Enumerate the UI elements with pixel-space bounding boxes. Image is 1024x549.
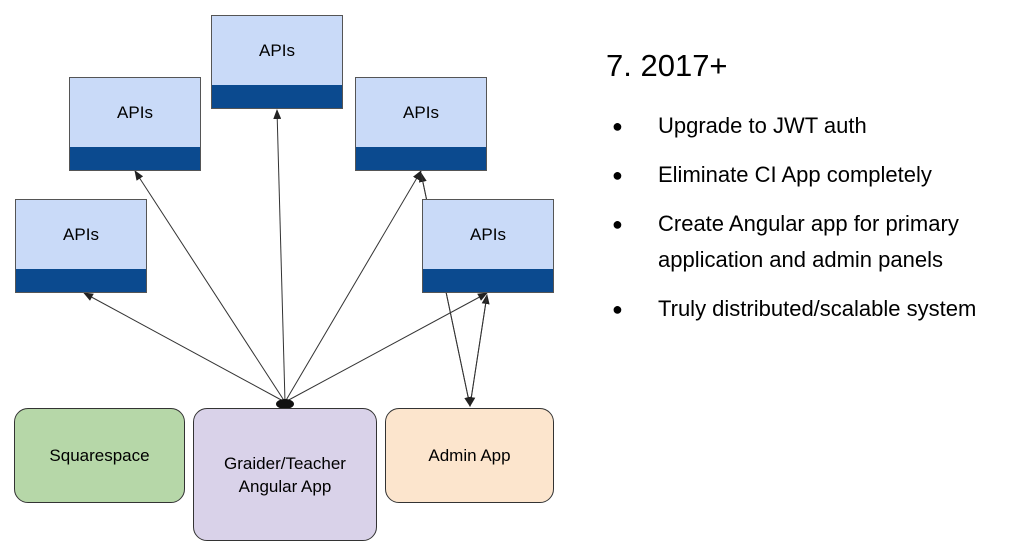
bullet-item: ● Truly distributed/scalable system — [612, 291, 1022, 327]
api-label: APIs — [259, 41, 295, 60]
bullet-text: Create Angular app for primary applicati… — [658, 211, 959, 272]
bullet-item: ● Upgrade to JWT auth — [612, 108, 1022, 144]
connector-hub — [276, 399, 294, 409]
bullet-text: Eliminate CI App completely — [658, 162, 932, 187]
bullet-dot-icon: ● — [612, 165, 623, 185]
api-box-upper-right: APIs — [355, 77, 487, 171]
teacher-app-label-line1: Graider/Teacher — [224, 453, 346, 473]
api-label: APIs — [403, 103, 439, 122]
api-label: APIs — [117, 103, 153, 122]
arrow-api-right-to-admin — [467, 294, 488, 407]
api-bar — [70, 147, 200, 170]
bullet-dot-icon: ● — [612, 214, 623, 234]
bullet-list: ● Upgrade to JWT auth ● Eliminate CI App c… — [612, 108, 1022, 340]
arrow-to-api-top — [273, 109, 286, 403]
api-bar — [212, 85, 342, 108]
bullet-item: ● Create Angular app for primary applicat… — [612, 206, 1022, 278]
bullet-dot-icon: ● — [612, 299, 623, 319]
arrow-to-api-upper-left — [134, 170, 286, 403]
admin-app-label: Admin App — [428, 446, 511, 465]
teacher-app-box: Graider/Teacher Angular App — [193, 408, 377, 541]
arrow-to-api-upper-right — [284, 170, 422, 403]
api-bar — [16, 269, 146, 292]
bullet-text: Truly distributed/scalable system — [658, 296, 977, 321]
bullet-text: Upgrade to JWT auth — [658, 113, 867, 138]
squarespace-box: Squarespace — [14, 408, 185, 503]
teacher-app-label-line2: Angular App — [238, 476, 332, 496]
arrow-to-api-right — [284, 292, 488, 403]
bullet-dot-icon: ● — [612, 116, 623, 136]
arrow-to-api-left — [83, 292, 286, 403]
slide-title: 7. 2017+ — [606, 48, 728, 83]
api-label: APIs — [63, 225, 99, 244]
api-box-right: APIs — [422, 199, 554, 293]
api-bar — [356, 147, 486, 170]
api-box-top: APIs — [211, 15, 343, 109]
api-box-left: APIs — [15, 199, 147, 293]
squarespace-label: Squarespace — [49, 446, 150, 465]
api-bar — [423, 269, 553, 292]
api-label: APIs — [470, 225, 506, 244]
admin-app-box: Admin App — [385, 408, 554, 503]
api-box-upper-left: APIs — [69, 77, 201, 171]
bullet-item: ● Eliminate CI App completely — [612, 157, 1022, 193]
